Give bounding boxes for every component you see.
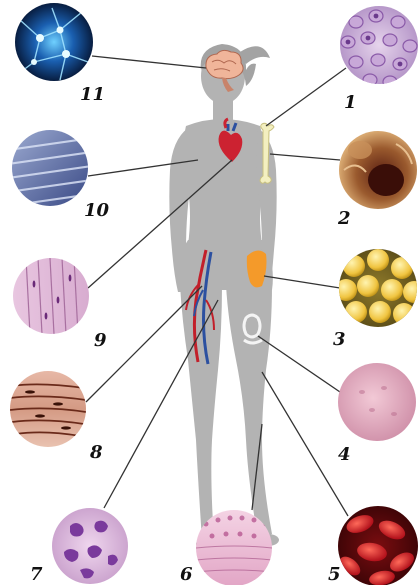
leader-line-4 [258,336,340,392]
leader-line-2 [270,154,340,160]
adipose-tissue-micrograph-icon [335,249,418,327]
label-5: 5 [328,564,341,585]
leader-line-1 [266,68,346,126]
label-10: 10 [84,200,110,221]
human-body-silhouette [169,44,279,550]
cartilage-micrograph-icon [338,363,416,441]
skeletal-muscle-micrograph-icon [8,130,92,206]
white-blood-cells-micrograph-icon [52,508,128,584]
label-7: 7 [30,564,43,585]
label-8: 8 [89,442,103,463]
label-6: 6 [180,564,193,585]
epithelial-tissue-micrograph-icon [196,510,272,585]
label-11: 11 [80,84,105,105]
leader-line-11 [92,56,206,68]
smooth-muscle-micrograph-icon [10,371,86,447]
label-4: 4 [338,444,351,465]
nerve-tissue-micrograph-icon [15,3,93,81]
leader-line-5 [262,372,348,516]
cardiac-muscle-micrograph-icon [13,258,89,334]
label-3: 3 [333,329,346,350]
label-2: 2 [337,208,351,229]
bone-tissue-micrograph-icon [339,131,417,209]
red-blood-cells-micrograph-icon [336,506,418,585]
label-9: 9 [94,330,107,351]
label-1: 1 [344,92,357,113]
blood-cells-micrograph-icon [340,6,418,88]
leader-line-3 [264,276,340,288]
